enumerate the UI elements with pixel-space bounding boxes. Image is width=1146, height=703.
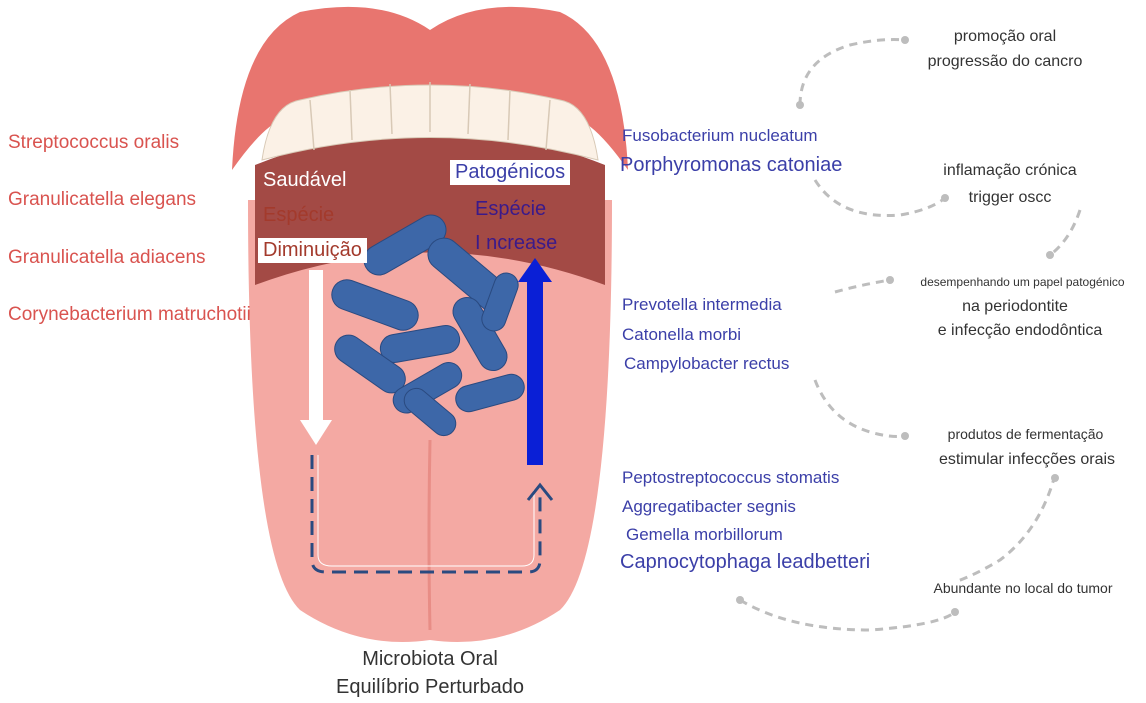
pathogen-item: Gemella morbillorum: [626, 525, 783, 545]
effect-text: promoção oral: [920, 28, 1090, 46]
pathogen-item: Peptostreptococcus stomatis: [622, 468, 839, 488]
effect-text: trigger oscc: [945, 189, 1075, 207]
species-label-right: Espécie: [470, 197, 551, 222]
caption-line: Equilíbrio Perturbado: [300, 676, 560, 699]
species-label-left: Espécie: [258, 203, 339, 228]
caption-line: Microbiota Oral: [300, 648, 560, 671]
effect-text: e infecção endodôntica: [905, 322, 1135, 340]
pathogen-item: Aggregatibacter segnis: [622, 497, 796, 517]
pathogen-item: Capnocytophaga leadbetteri: [620, 551, 870, 574]
decrease-label: Diminuição: [258, 238, 367, 263]
healthy-species-item: Granulicatella elegans: [8, 189, 196, 211]
increase-label: I ncrease: [470, 231, 562, 256]
pathogen-item: Prevotella intermedia: [622, 295, 782, 315]
pathogen-item: Campylobacter rectus: [624, 354, 789, 374]
effect-text: inflamação crónica: [930, 162, 1090, 180]
pathogenic-label: Patogénicos: [450, 160, 570, 185]
healthy-label: Saudável: [258, 168, 351, 193]
effect-text: desempenhando um papel patogénico: [905, 275, 1140, 289]
healthy-species-item: Streptococcus oralis: [8, 132, 179, 154]
pathogen-item: Fusobacterium nucleatum: [622, 126, 818, 146]
pathogen-item: Porphyromonas catoniae: [620, 154, 842, 177]
effect-text: na periodontite: [930, 298, 1100, 316]
effect-text: produtos de fermentação: [918, 426, 1133, 442]
effect-text: Abundante no local do tumor: [908, 580, 1138, 596]
healthy-species-item: Granulicatella adiacens: [8, 247, 206, 269]
effect-text: estimular infecções orais: [912, 451, 1142, 469]
effect-text: progressão do cancro: [910, 53, 1100, 71]
healthy-species-item: Corynebacterium matruchotii: [8, 304, 251, 326]
pathogen-item: Catonella morbi: [622, 325, 741, 345]
